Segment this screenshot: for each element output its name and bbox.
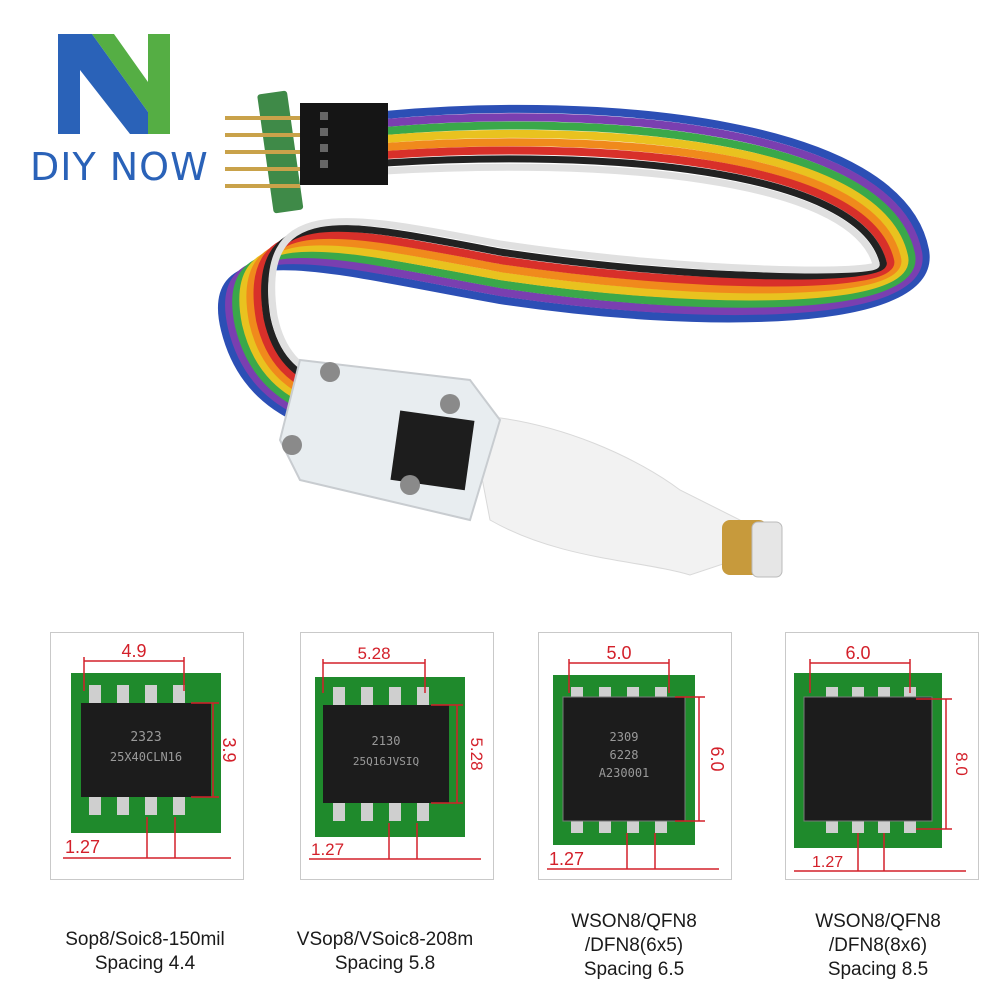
caption-sop8: Sop8/Soic8-150mil Spacing 4.4 <box>25 928 265 976</box>
chip-marking: 2130 <box>372 734 401 748</box>
width-label: 6.0 <box>845 643 870 663</box>
width-label: 4.9 <box>121 641 146 661</box>
caption-line: Spacing 5.8 <box>334 953 436 974</box>
package-card-wson8-6x5: 2309 6228 A230001 5.0 6.0 1.27 <box>538 632 732 880</box>
height-label: 8.0 <box>952 752 971 776</box>
brand-name: DIY NOW <box>30 145 209 189</box>
height-label: 6.0 <box>707 746 727 771</box>
caption-line: Spacing 8.5 <box>827 959 929 980</box>
width-label: 5.28 <box>357 644 390 663</box>
caption-line: WSON8/QFN8 <box>815 911 941 932</box>
test-clip-body <box>278 358 783 578</box>
ribbon-cable <box>217 104 930 424</box>
width-label: 5.0 <box>606 643 631 663</box>
pitch-label: 1.27 <box>311 840 344 859</box>
caption-line: WSON8/QFN8 <box>571 911 697 932</box>
package-card-vsop8: 2130 25Q16JVSIQ 5.28 5.28 1.27 <box>300 632 494 880</box>
pitch-label: 1.27 <box>549 849 584 869</box>
pin-header <box>225 90 388 214</box>
chip-marking: 2309 <box>610 730 639 744</box>
pitch-label: 1.27 <box>65 837 100 857</box>
chip-marking: 6228 <box>610 748 639 762</box>
caption-line: Spacing 6.5 <box>583 959 685 980</box>
package-card-wson8-8x6: 6.0 8.0 1.27 <box>785 632 979 880</box>
height-label: 3.9 <box>219 737 239 762</box>
caption-line: Sop8/Soic8-150mil <box>65 929 225 950</box>
product-image <box>217 90 930 578</box>
height-label: 5.28 <box>467 737 486 770</box>
caption-wson8-8x6: WSON8/QFN8 /DFN8(8x6) Spacing 8.5 <box>758 910 998 982</box>
chip-marking: A230001 <box>599 766 650 780</box>
caption-line: Spacing 4.4 <box>94 953 196 974</box>
caption-vsop8: VSop8/VSoic8-208m Spacing 5.8 <box>265 928 505 976</box>
chip-marking: 2323 <box>130 730 161 745</box>
package-card-sop8: 2323 25X40CLN16 4.9 3.9 1.27 <box>50 632 244 880</box>
pitch-label: 1.27 <box>812 854 843 871</box>
caption-line: /DFN8(8x6) <box>828 935 928 956</box>
caption-line: /DFN8(6x5) <box>584 935 684 956</box>
chip-marking: 25X40CLN16 <box>110 750 182 764</box>
brand-logo-icon <box>58 34 170 134</box>
chip-marking: 25Q16JVSIQ <box>353 755 419 768</box>
caption-wson8-6x5: WSON8/QFN8 /DFN8(6x5) Spacing 6.5 <box>514 910 754 982</box>
caption-line: VSop8/VSoic8-208m <box>296 929 474 950</box>
